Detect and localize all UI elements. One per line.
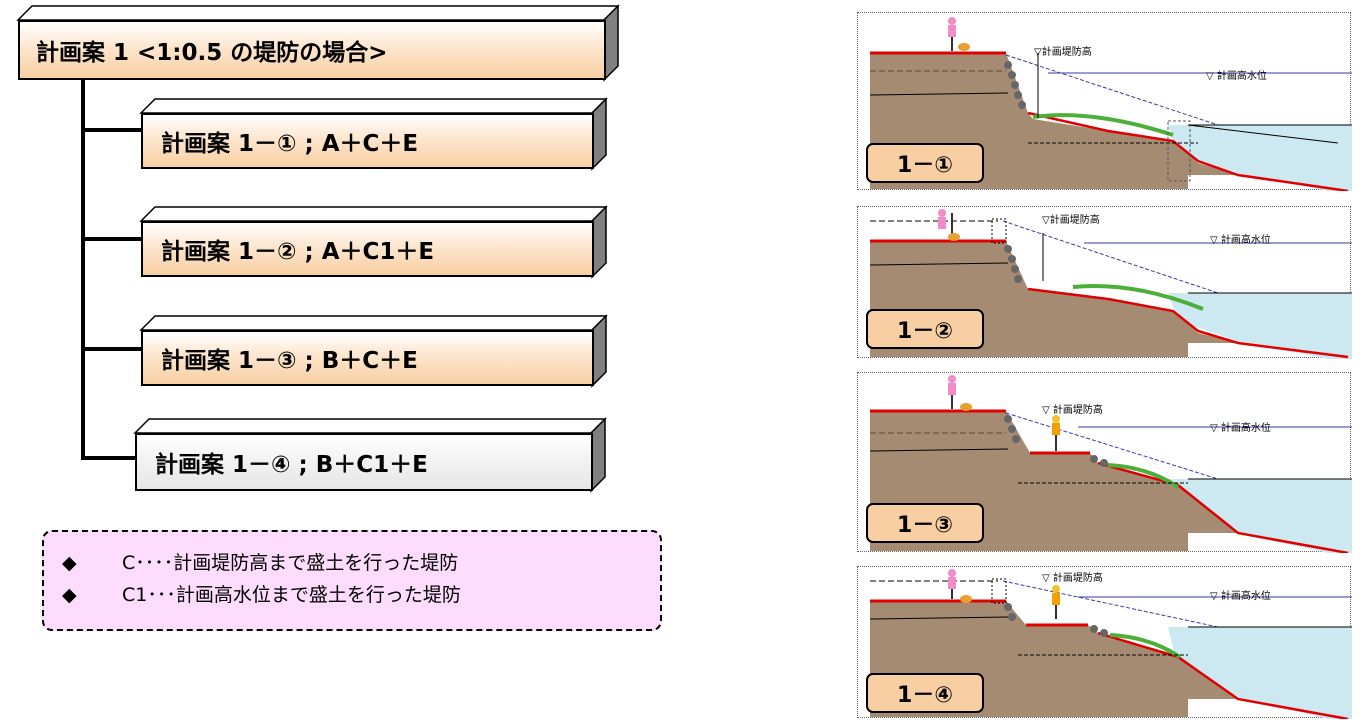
plan-label: 計画案 1－② ; A＋C1＋E [141,221,594,277]
box-bevel [139,205,608,279]
tree-branch-4 [81,456,135,460]
plan-box-2: 計画案 1－② ; A＋C1＋E [139,205,608,283]
tree-branch-3 [81,347,141,351]
box-bevel [133,417,607,493]
box-bevel [139,314,608,388]
panel-label: 1－④ [866,673,984,713]
water-level-tag: ▽ 計画高水位 [1210,591,1271,602]
plan-label: 計画案 1－③ ; B＋C＋E [141,330,594,386]
cross-section-panel-4: ▽ 計画堤防高 ▽ 計画高水位 1－④ [857,566,1352,719]
legend-note-box: ◆ C････計画堤防高まで盛土を行った堤防 ◆ C1･･･計画高水位まで盛土を行っ… [42,530,662,631]
cross-section-panel-1: ▽計画堤防高 ▽ 計画高水位 1－① [857,12,1352,191]
diamond-bullet-icon: ◆ [62,584,77,606]
levee-height-tag: ▽ 計画堤防高 [1042,573,1103,584]
tree-trunk [81,80,85,460]
plan-box-3: 計画案 1－③ ; B＋C＋E [139,314,608,392]
plan-title-text: 計画案 1 <1:0.5 の堤防の場合> [18,20,606,80]
cross-section-panel-3: ▽ 計画堤防高 ▽ 計画高水位 1－③ [857,372,1352,553]
note-line-2: ◆ C1･･･計画高水位まで盛土を行った堤防 [62,580,461,607]
plan-label: 計画案 1－④ ; B＋C1＋E [135,433,593,491]
levee-height-tag: ▽ 計画堤防高 [1042,405,1103,416]
plan-title-box: 計画案 1 <1:0.5 の堤防の場合> [16,4,620,86]
note-line-1: ◆ C････計画堤防高まで盛土を行った堤防 [62,548,458,575]
levee-height-tag: ▽計画堤防高 [1034,47,1092,58]
panel-label: 1－① [866,143,984,183]
water-level-tag: ▽ 計画高水位 [1210,423,1271,434]
water-level-tag: ▽ 計画高水位 [1210,235,1271,246]
cross-section-panel-2: ▽計画堤防高 ▽ 計画高水位 1－② [857,206,1352,359]
panel-label: 1－③ [866,503,984,543]
plan-box-4: 計画案 1－④ ; B＋C1＋E [133,417,607,497]
plan-box-1: 計画案 1－① ; A＋C＋E [139,97,608,175]
tree-branch-1 [81,128,141,132]
note-text: C････計画堤防高まで盛土を行った堤防 [122,552,459,574]
tree-branch-2 [81,237,141,241]
levee-height-tag: ▽計画堤防高 [1042,215,1100,226]
panel-label: 1－② [866,309,984,349]
diamond-bullet-icon: ◆ [62,552,77,574]
water-level-tag: ▽ 計画高水位 [1206,71,1267,82]
note-text: C1･･･計画高水位まで盛土を行った堤防 [122,584,461,606]
plan-label: 計画案 1－① ; A＋C＋E [141,113,594,169]
